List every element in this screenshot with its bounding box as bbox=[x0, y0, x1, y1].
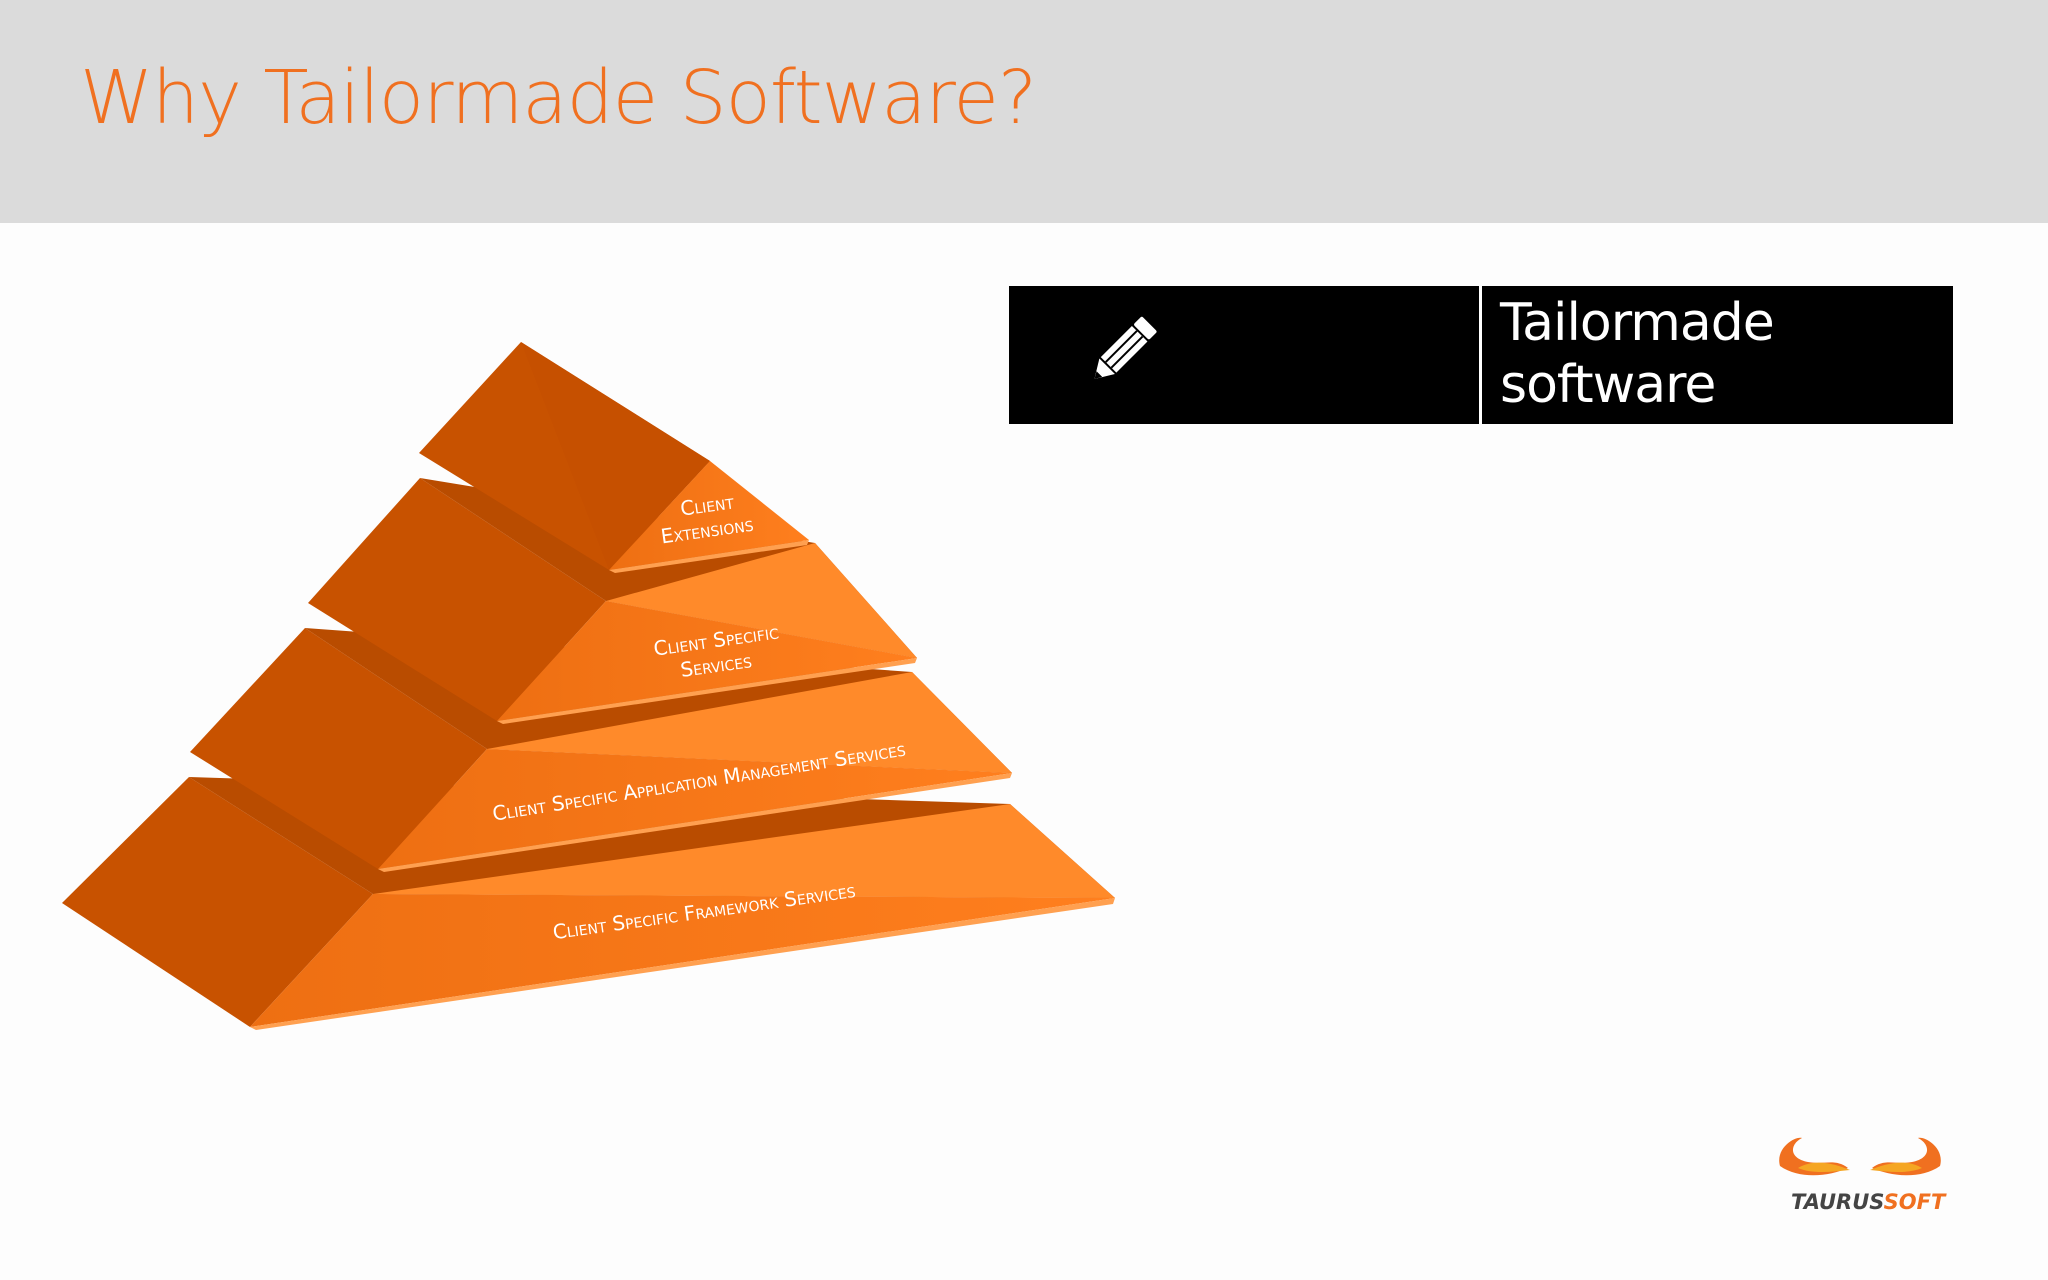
pyramid-tier-1 bbox=[419, 342, 809, 573]
title-band bbox=[0, 0, 2048, 223]
slide-title: Why Tailormade Software? bbox=[80, 55, 1037, 141]
feature-bar-label-line-2: software bbox=[1500, 355, 1716, 415]
pyramid-tier-4 bbox=[62, 777, 1115, 1030]
logo-wordmark-part-2: SOFT bbox=[1883, 1190, 1946, 1214]
feature-bar-divider bbox=[1479, 286, 1482, 424]
logo-wordmark-part-1: TAURUS bbox=[1791, 1190, 1884, 1214]
pyramid-tier-2 bbox=[308, 478, 917, 724]
feature-bar-label-line-1: Tailormade bbox=[1500, 293, 1775, 353]
feature-bar-label: Tailormade software bbox=[1500, 292, 1940, 416]
taurussoft-logo bbox=[1770, 1128, 1950, 1218]
logo-wordmark: TAURUSSOFT bbox=[1791, 1190, 1945, 1214]
pencil-icon bbox=[1080, 308, 1165, 393]
